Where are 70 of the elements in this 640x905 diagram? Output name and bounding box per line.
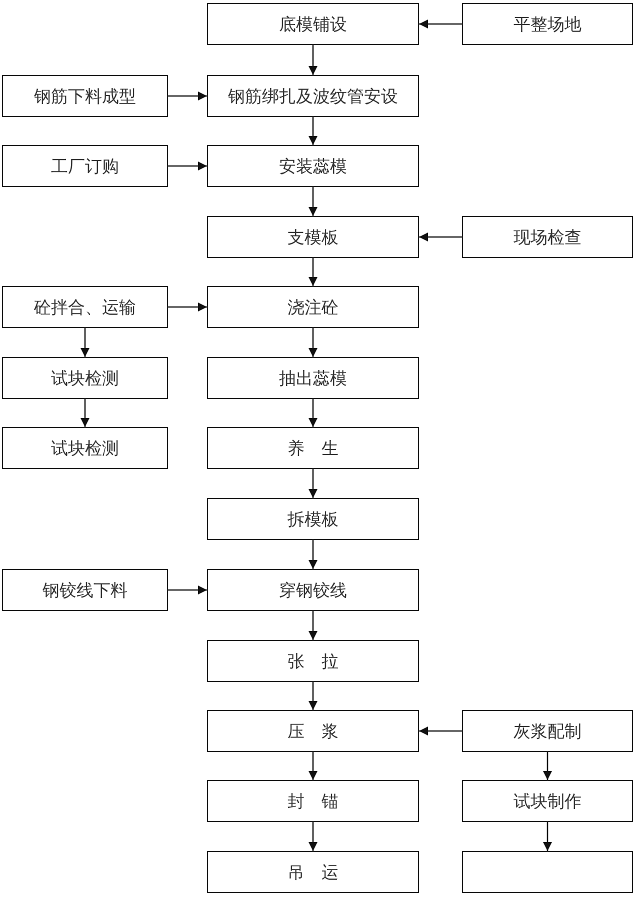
- process-box: [2, 286, 168, 328]
- process-box: [207, 851, 419, 893]
- arrow: [308, 682, 318, 710]
- process-box: [207, 569, 419, 611]
- step-text: 浇注砼: [288, 296, 338, 318]
- arrow: [168, 586, 207, 594]
- step-text: 封 锚: [288, 790, 338, 812]
- step-text: 平整场地: [514, 14, 582, 36]
- step-text: 张 拉: [288, 650, 338, 672]
- step-text: 安装蕊模: [279, 156, 347, 178]
- arrow: [543, 752, 552, 780]
- arrow: [308, 45, 318, 75]
- step-text: 支模板: [288, 226, 338, 248]
- process-box: [207, 75, 419, 117]
- process-box: [2, 75, 168, 117]
- step-text: 穿钢铰线: [279, 580, 347, 602]
- process-box: [207, 780, 419, 822]
- step-text: 压 浆: [288, 720, 338, 742]
- process-box: [207, 427, 419, 469]
- arrow: [308, 469, 318, 498]
- process-box: [207, 498, 419, 540]
- arrow: [543, 822, 552, 851]
- step-text: 现场检查: [514, 226, 582, 248]
- arrow: [308, 611, 318, 640]
- step-text: 抽出蕊模: [279, 368, 347, 390]
- process-box: [462, 3, 633, 45]
- arrow: [168, 162, 207, 170]
- process-box: [2, 427, 168, 469]
- process-box: [207, 286, 419, 328]
- process-box: [207, 3, 419, 45]
- step-text: 试块检测: [51, 438, 119, 460]
- process-box: [462, 216, 633, 258]
- step-text: 底模铺设: [279, 14, 347, 36]
- step-text: 钢铰线下料: [42, 580, 128, 602]
- process-box: [2, 569, 168, 611]
- step-text: 钢筋下料成型: [34, 86, 136, 108]
- step-text: 试块检测: [51, 368, 119, 390]
- arrow: [308, 752, 318, 780]
- arrow: [80, 399, 90, 427]
- process-box: [207, 216, 419, 258]
- arrow: [308, 399, 318, 427]
- step-text: 拆模板: [288, 508, 338, 530]
- step-text: 钢筋绑扎及波纹管安设: [228, 86, 398, 108]
- step-text: 砼拌合、运输: [34, 296, 136, 318]
- step-text: 吊 运: [288, 862, 338, 884]
- arrow: [308, 540, 318, 569]
- arrow: [419, 20, 462, 28]
- arrow: [308, 117, 318, 145]
- step-text: 灰浆配制: [514, 720, 582, 742]
- arrow: [419, 726, 462, 736]
- arrow: [419, 232, 462, 242]
- process-box: [207, 145, 419, 187]
- process-box: [207, 710, 419, 752]
- step-text: 养 生: [288, 438, 338, 460]
- process-box: [462, 780, 633, 822]
- process-box: [2, 145, 168, 187]
- process-box: [2, 357, 168, 399]
- arrow: [80, 328, 90, 357]
- arrow: [168, 302, 207, 312]
- step-text: 工厂订购: [51, 156, 119, 178]
- step-text: 试块制作: [514, 790, 582, 812]
- arrow: [308, 328, 318, 357]
- empty-box: [462, 851, 633, 893]
- arrow: [308, 822, 318, 851]
- process-box: [462, 710, 633, 752]
- process-box: [207, 357, 419, 399]
- arrow: [308, 258, 318, 286]
- arrow: [308, 187, 318, 216]
- arrow: [168, 92, 207, 100]
- process-box: [207, 640, 419, 682]
